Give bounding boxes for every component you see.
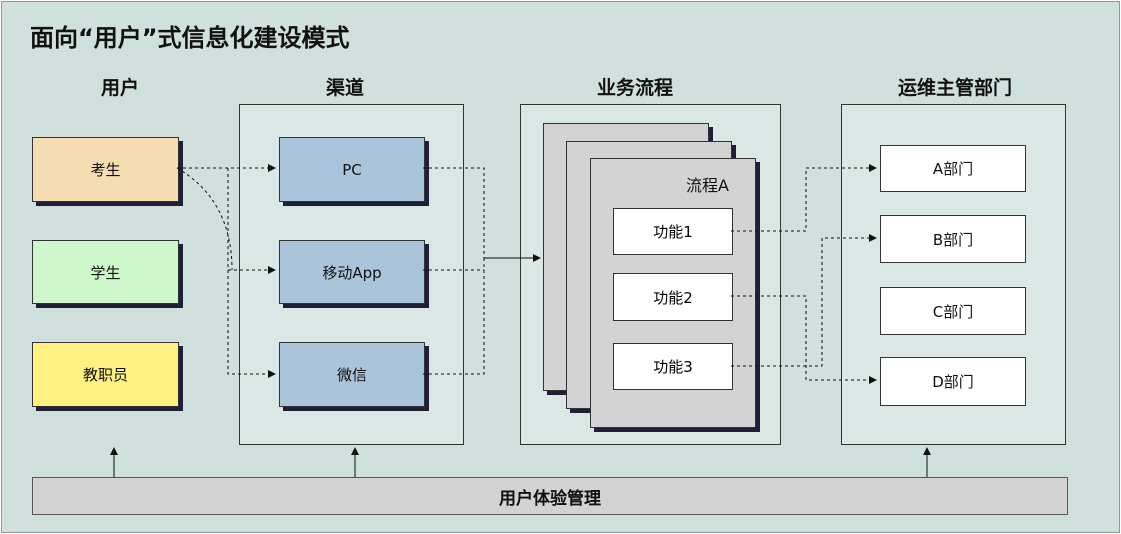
department-box-b: B部门: [880, 215, 1026, 263]
user-experience-management-bar: 用户体验管理: [32, 477, 1068, 515]
channel-box-pc: PC: [279, 137, 425, 202]
channel-box-wechat: 微信: [279, 342, 425, 407]
department-box-d: D部门: [880, 357, 1026, 406]
connector-users-wechat: [227, 168, 276, 378]
connector-pc-process: [423, 167, 485, 258]
function-box-2: 功能2: [613, 273, 733, 321]
user-box-examinee: 考生: [32, 137, 179, 202]
column-title-channels: 渠道: [325, 77, 364, 99]
column-title-process: 业务流程: [596, 77, 673, 99]
connector-function3-b: [731, 234, 877, 367]
function-box-3: 功能3: [613, 343, 733, 390]
connector-function1-a: [731, 164, 877, 232]
connector-examinee-mobile: [176, 167, 233, 271]
connector-function2-d: [731, 295, 877, 384]
column-title-users: 用户: [100, 77, 139, 99]
connector-wechat-process: [423, 258, 485, 375]
function-box-1: 功能1: [613, 208, 733, 255]
department-box-c: C部门: [880, 287, 1026, 335]
column-title-ops: 运维主管部门: [897, 77, 1012, 99]
department-box-a: A部门: [880, 145, 1026, 192]
diagram-title: 面向“用户”式信息化建设模式: [30, 24, 350, 52]
channel-box-mobile-app: 移动App: [279, 240, 425, 304]
user-box-student: 学生: [32, 240, 179, 304]
process-card-label: 流程A: [686, 176, 729, 195]
user-box-staff: 教职员: [32, 342, 179, 407]
